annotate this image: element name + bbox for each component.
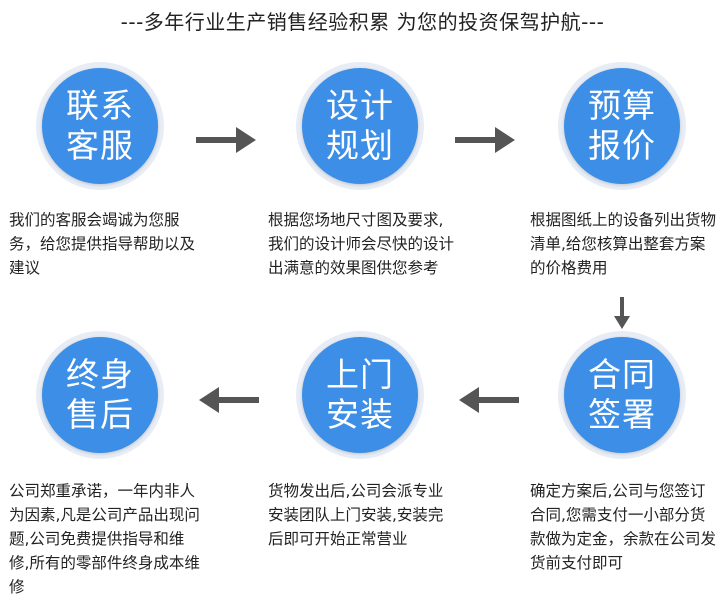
step-contact-title-line1: 联系 (66, 86, 134, 125)
step-design-badge: 设计 规划 (302, 68, 418, 184)
step-contact-circle: 联系 客服 (36, 62, 164, 190)
step-contract-circle: 合同 签署 (558, 331, 686, 459)
step-quote-title-line1: 预算 (588, 86, 656, 125)
step-aftersales-description: 公司郑重承诺，一年内非人为因素,凡是公司产品出现问题,公司免费提供指导和维修,所… (9, 482, 200, 596)
step-contact-title-line2: 客服 (66, 126, 134, 165)
step-contract-title-line2: 签署 (588, 395, 656, 434)
step-design-title-line2: 规划 (326, 126, 394, 165)
step-aftersales-circle: 终身 售后 (36, 331, 164, 459)
step-contact-badge: 联系 客服 (42, 68, 158, 184)
step-aftersales-title-line2: 售后 (66, 395, 134, 434)
arrow-left-icon (199, 387, 259, 413)
step-design-circle: 设计 规划 (296, 62, 424, 190)
step-install-description: 货物发出后,公司会派专业安装团队上门安装,安装完后即可开始正常营业 (268, 482, 444, 548)
step-contract-title-line1: 合同 (588, 355, 656, 394)
step-quote-description: 根据图纸上的设备列出货物清单,给您核算出整套方案的价格费用 (530, 211, 717, 277)
arrow-right-icon (455, 127, 515, 153)
step-contract-badge: 合同 签署 (564, 337, 680, 453)
step-install-title-line1: 上门 (326, 355, 394, 394)
arrow-left-icon (459, 387, 519, 413)
step-install-circle: 上门 安装 (296, 331, 424, 459)
step-aftersales-badge: 终身 售后 (42, 337, 158, 453)
step-quote-badge: 预算 报价 (564, 68, 680, 184)
step-install-title-line2: 安装 (326, 395, 394, 434)
header-tagline: ---多年行业生产销售经验积累 为您的投资保驾护航--- (120, 10, 605, 34)
step-install-badge: 上门 安装 (302, 337, 418, 453)
step-contract-description: 确定方案后,公司与您签订合同,您需支付一小部分货款做为定金，余款在公司发货前支付… (530, 482, 717, 572)
step-design-description: 根据您场地尺寸图及要求,我们的设计师会尽快的设计出满意的效果图供您参考 (268, 211, 455, 277)
step-quote-circle: 预算 报价 (558, 62, 686, 190)
step-contact-description: 我们的客服会竭诚为您服务，给您提供指导帮助以及建议 (9, 211, 196, 277)
arrow-down-icon (614, 297, 630, 329)
step-design-title-line1: 设计 (326, 86, 394, 125)
step-aftersales-title-line1: 终身 (66, 355, 134, 394)
arrow-right-icon (196, 127, 256, 153)
step-quote-title-line2: 报价 (588, 126, 656, 165)
